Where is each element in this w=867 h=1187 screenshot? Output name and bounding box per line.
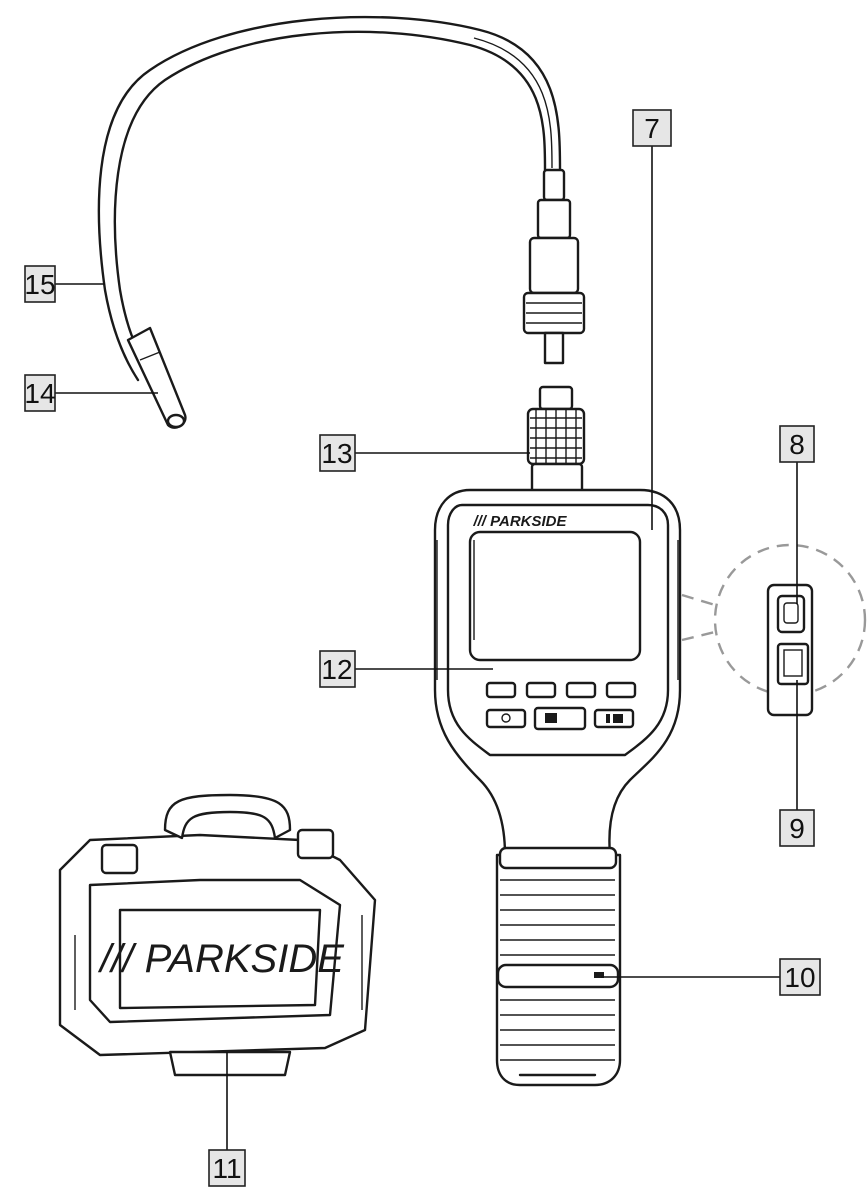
callout-15-label: 15 — [24, 269, 55, 300]
callout-12-label: 12 — [321, 654, 352, 685]
camera-cable — [97, 15, 562, 382]
device-logo: /// PARKSIDE — [472, 513, 567, 530]
callout-11-label: 11 — [212, 1153, 241, 1184]
control-buttons — [485, 681, 637, 731]
callout-8-label: 8 — [789, 429, 805, 460]
capture-button[interactable] — [533, 706, 587, 731]
callout-14: 14 — [24, 374, 56, 412]
connector-socket — [526, 385, 586, 494]
callout-14-label: 14 — [24, 378, 55, 409]
port-detail-view — [681, 543, 867, 717]
camera-head — [126, 326, 187, 429]
carrying-case — [58, 793, 377, 1077]
callout-10: 10 — [779, 958, 821, 996]
callout-13: 13 — [319, 434, 356, 472]
callout-11: 11 — [208, 1149, 246, 1187]
mode-button[interactable] — [485, 681, 517, 699]
callout-9: 9 — [779, 809, 815, 847]
zoom-button[interactable] — [525, 681, 557, 699]
callout-15: 15 — [24, 265, 56, 303]
power-button[interactable] — [485, 708, 527, 729]
handle-grip — [495, 846, 622, 1087]
callout-8: 8 — [779, 425, 815, 463]
light-button[interactable] — [605, 681, 637, 699]
callout-7: 7 — [632, 109, 672, 147]
display-screen — [468, 530, 642, 662]
case-logo: /// PARKSIDE — [97, 937, 345, 981]
callout-10-label: 10 — [784, 962, 815, 993]
callout-13-label: 13 — [321, 438, 352, 469]
callout-7-label: 7 — [644, 113, 660, 144]
callout-9-label: 9 — [789, 813, 805, 844]
rotate-button[interactable] — [565, 681, 597, 699]
callout-leaders — [55, 145, 798, 1150]
callout-12: 12 — [319, 650, 356, 688]
cable-connector — [522, 168, 586, 365]
